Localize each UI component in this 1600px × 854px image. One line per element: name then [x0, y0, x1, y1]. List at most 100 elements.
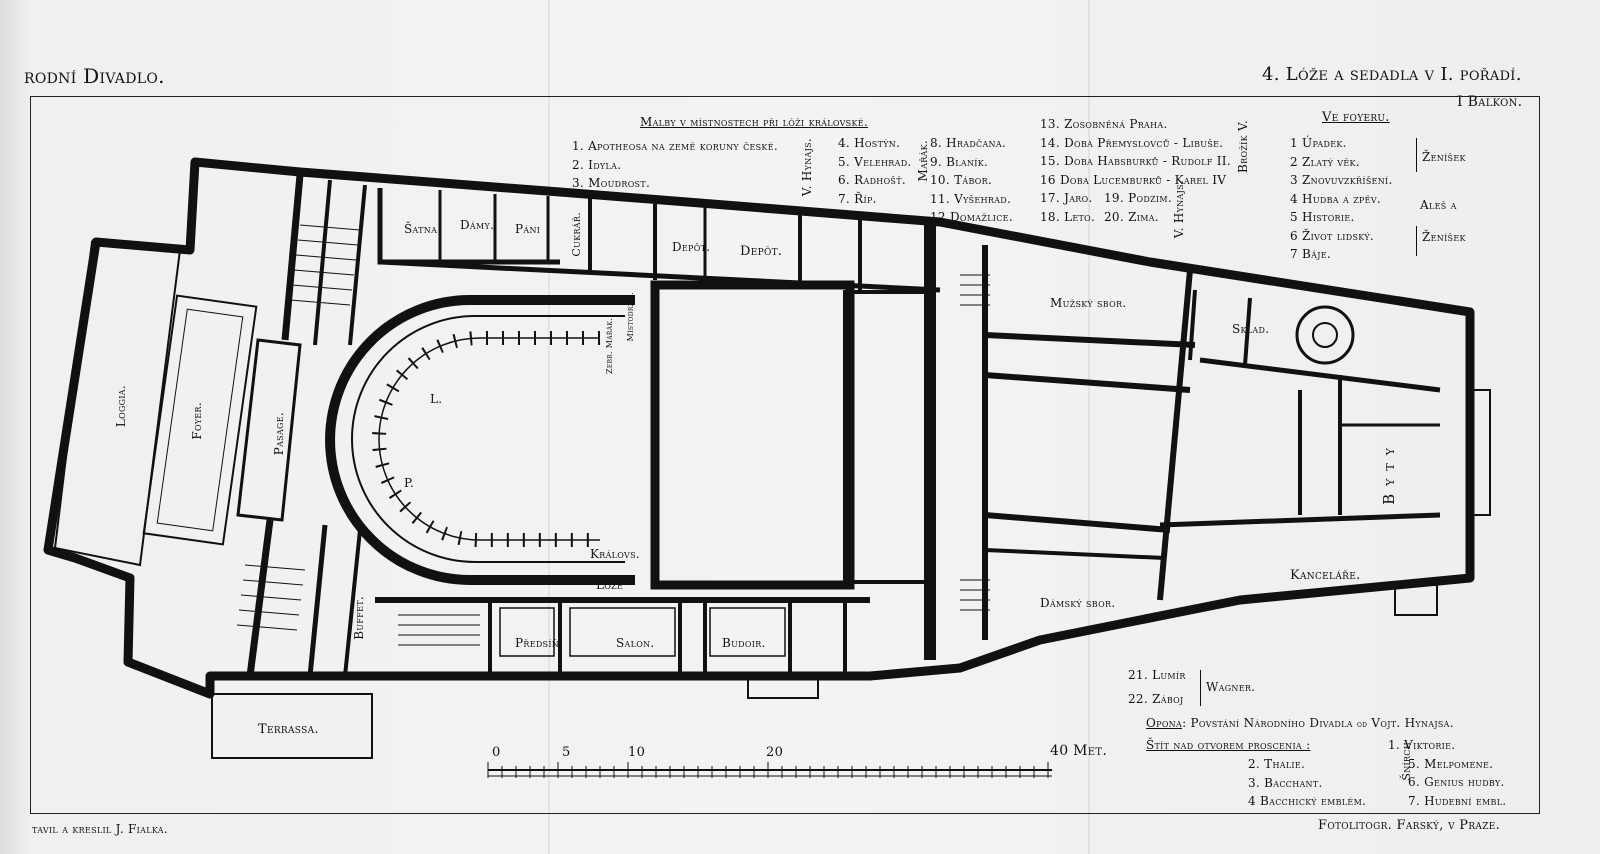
foyer-item: 7 Báje. [1290, 247, 1332, 261]
paintings-seasons2: 19. Podzim. 20. Zima. [1104, 189, 1172, 226]
painting-artist-wagner: Wagner. [1206, 680, 1256, 694]
proscenium-item: 7. Hudební embl. [1408, 793, 1507, 808]
legend-brace [1416, 138, 1417, 172]
room-foyer: Foyer. [190, 402, 204, 440]
painting-item: 12 Domažlice. [930, 210, 1013, 224]
painting-item: 19. Podzim. [1104, 191, 1172, 205]
painting-item: 14. Doba Přemyslovců - Libuše. [1040, 135, 1224, 150]
room-mistodrzitelska: Místodržit. [626, 292, 635, 342]
auditorium-right-side: P. [404, 476, 415, 490]
room-pasage: Pasage. [272, 412, 286, 456]
room-satna: Šatna. [404, 222, 442, 236]
room-zebr: Zebr. Mařák. [605, 318, 614, 374]
proscenium-item: 5. Melpomene. [1408, 756, 1494, 771]
proscenium-item: 1. Viktorie. [1388, 738, 1456, 752]
paintings-title: Malby v místnostech při lóži královské. [640, 115, 868, 129]
painting-item: 1. Apotheosa na země koruny české. [572, 139, 778, 153]
foyer-item: 2 Zlatý věk. [1290, 154, 1360, 169]
balcony-label: I Balkon. [1457, 94, 1523, 110]
paintings-col3: 8. Hradčana. 9. Blaník. 10. Tábor. 11. V… [930, 134, 1013, 227]
paintings-col1: 1. Apotheosa na země koruny české. 2. Id… [572, 137, 778, 193]
painting-item: 3. Moudrost. [572, 176, 651, 190]
paintings-col4: 13. Zosobněná Praha. 14. Doba Přemyslovc… [1040, 115, 1231, 189]
painting-lumir: 21. Lumír [1128, 668, 1186, 682]
painting-zaboj: 22. Záboj [1128, 692, 1184, 706]
painting-artist: V. Hynajs. [1172, 180, 1186, 239]
proscenium-list-right: 1. Viktorie. 5. Melpomene. 6. Genius hud… [1388, 736, 1506, 810]
painting-item: 10. Tábor. [930, 173, 993, 187]
painting-artist: Brožík V. [1236, 120, 1250, 173]
room-royal-box: Královs. [590, 547, 640, 561]
proscenium-item: 2. Thalie. [1248, 757, 1306, 771]
room-byty: Byty [1380, 440, 1398, 505]
scale-tick-label: 5 [562, 745, 571, 760]
room-terrassa: Terrassa. [258, 722, 319, 737]
scale-tick-label: 20 [766, 745, 784, 760]
proscenium-item: 3. Bacchant. [1248, 775, 1323, 790]
curtain-text: : Povstání Národního Divadla [1182, 716, 1353, 730]
painting-item: 16 Doba Lucemburků - Karel IV [1040, 172, 1227, 187]
paintings-col2: 4. Hostýn. 5. Velehrad. 6. Radhošť. 7. Ř… [838, 134, 912, 208]
foyer-item: 1 Úpadek. [1290, 136, 1347, 150]
curtain-artist: Vojt. Hynajsa. [1371, 716, 1454, 730]
room-royal-box-loze: Lože [596, 578, 624, 592]
painting-item: 5. Velehrad. [838, 154, 912, 169]
foyer-item: 4 Hudba a zpěv. [1290, 191, 1382, 206]
painting-item: 4. Hostýn. [838, 136, 901, 150]
drawing-frame [30, 96, 1540, 814]
footer-printer: Fotolitogr. Farský, v Praze. [1318, 818, 1501, 833]
paper-fold [1088, 0, 1090, 854]
room-female-choir: Dámský sbor. [1040, 596, 1116, 610]
foyer-item: 6 Život lidský. [1290, 228, 1375, 243]
scale-tick-label: 0 [492, 745, 501, 760]
room-male-choir: Mužský sbor. [1050, 296, 1127, 310]
painting-item: 8. Hradčana. [930, 136, 1007, 150]
proscenium-list-left: 2. Thalie. 3. Bacchant. 4 Bacchický embl… [1248, 755, 1366, 811]
painting-item: 15. Doba Habsburků - Rudolf II. [1040, 154, 1231, 168]
room-depot-2: Depôt. [740, 244, 783, 259]
painting-item: 11. Vyšehrad. [930, 191, 1012, 206]
paper-fold [548, 0, 550, 854]
foyer-artist: Ženíšek [1422, 230, 1466, 244]
room-loggia: Loggia. [114, 385, 128, 428]
painting-item: 20. Zima. [1104, 209, 1159, 224]
painting-item: 13. Zosobněná Praha. [1040, 117, 1168, 131]
room-budoir: Budoir. [722, 636, 766, 650]
proscenium-title: Štít nad otvorem proscenia : [1146, 738, 1311, 752]
room-kancelare: Kanceláře. [1290, 568, 1361, 583]
painting-item: 6. Radhošť. [838, 173, 906, 187]
room-sklad: Sklad. [1232, 322, 1270, 336]
scale-tick-label: 10 [628, 745, 646, 760]
scale-tick-label: 40 Met. [1050, 743, 1108, 759]
room-salon: Salon. [616, 636, 655, 650]
room-damy: Dámy. [460, 218, 495, 232]
auditorium-left-side: L. [430, 392, 443, 406]
legend-brace [1416, 226, 1417, 256]
foyer-legend-list: 1 Úpadek. 2 Zlatý věk. 3 Znovuvzkříšení.… [1290, 134, 1393, 264]
painting-item: 17. Jaro. [1040, 191, 1093, 205]
foyer-item: 3 Znovuvzkříšení. [1290, 173, 1393, 187]
curtain-note: Opona: Povstání Národního Divadla od Voj… [1146, 716, 1454, 730]
painting-item: 2. Idyla. [572, 157, 622, 172]
foyer-artist: Aleš a [1420, 198, 1457, 212]
proscenium-item: 4 Bacchický emblém. [1248, 794, 1367, 808]
paintings-seasons: 17. Jaro. 18. Leto. [1040, 189, 1095, 226]
painting-artist: V. Hynajs. [800, 138, 814, 197]
room-buffet: Buffet. [352, 596, 366, 640]
room-pani: Páni [515, 222, 541, 236]
proscenium-item: 6. Genius hudby. [1408, 775, 1505, 789]
foyer-item: 5 Historie. [1290, 210, 1355, 224]
painting-item: 9. Blaník. [930, 154, 989, 169]
painting-artist: Mařák. [916, 140, 930, 182]
footer-author: tavil a kreslil J. Fialka. [32, 822, 168, 836]
curtain-label: Opona [1146, 716, 1183, 730]
sheet-title-right: 4. Lóže a sedadla v I. pořadí. [1262, 64, 1522, 85]
room-predsin: Předsíň. [515, 636, 564, 650]
painting-item: 18. Leto. [1040, 209, 1096, 224]
room-depot-1: Depôt. [672, 240, 711, 254]
painting-item: 7. Říp. [838, 191, 877, 206]
room-cukrar: Cukrář. [570, 212, 583, 257]
foyer-legend-title: Ve foyeru. [1322, 110, 1390, 125]
